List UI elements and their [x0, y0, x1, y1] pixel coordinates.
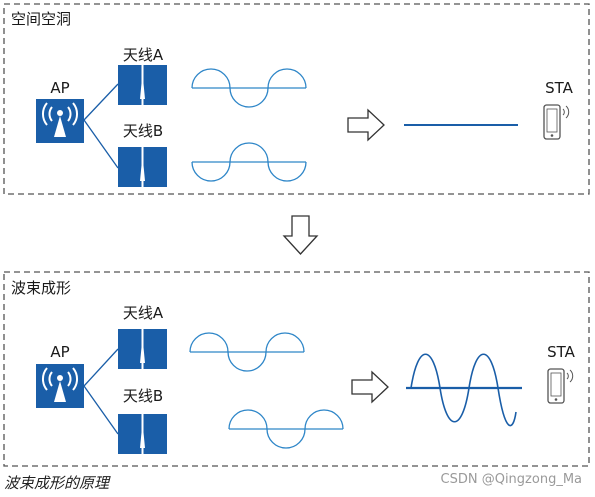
bottom-ap-label: AP	[50, 343, 69, 361]
top-sta-label: STA	[545, 79, 574, 97]
bottom-connector-b	[83, 385, 119, 435]
top-antenna-a-label: 天线A	[123, 46, 164, 64]
bottom-panel-border	[3, 271, 590, 467]
wifi-ap-icon	[36, 99, 84, 143]
watermark: CSDN @Qingzong_Ma	[441, 472, 582, 487]
bottom-antenna-a-label: 天线A	[123, 304, 164, 322]
hollow-arrow-right-icon	[347, 108, 385, 142]
bottom-antenna-b-label: 天线B	[123, 387, 163, 405]
hollow-arrow-right-icon	[351, 370, 389, 404]
bottom-panel-title: 波束成形	[11, 279, 71, 297]
top-wave-a	[191, 68, 307, 108]
bottom-connector-a	[83, 348, 119, 387]
smartphone-icon	[547, 368, 574, 404]
top-panel: 空间空洞 AP 天线A 天线B	[3, 3, 590, 195]
top-panel-title: 空间空洞	[11, 10, 71, 28]
bottom-wave-b	[228, 409, 344, 449]
top-ap-label: AP	[50, 79, 69, 97]
bottom-wave-a	[189, 332, 305, 372]
bottom-panel: 波束成形 AP 天线A 天线B	[3, 271, 590, 467]
top-connector-a	[83, 83, 119, 121]
bottom-sta-label: STA	[547, 343, 576, 361]
antenna-icon	[118, 329, 167, 369]
bottom-result-wave	[410, 353, 517, 427]
top-antenna-b-label: 天线B	[123, 122, 163, 140]
figure-caption: 波束成形的原理	[4, 474, 111, 492]
antenna-icon	[118, 414, 167, 454]
hollow-arrow-down-icon	[282, 215, 319, 255]
antenna-icon	[118, 65, 167, 105]
top-wave-b	[191, 142, 307, 182]
antenna-icon	[118, 147, 167, 187]
smartphone-icon	[543, 104, 570, 140]
wifi-ap-icon	[36, 364, 84, 408]
top-panel-border	[3, 3, 590, 195]
top-connector-b	[83, 119, 119, 169]
